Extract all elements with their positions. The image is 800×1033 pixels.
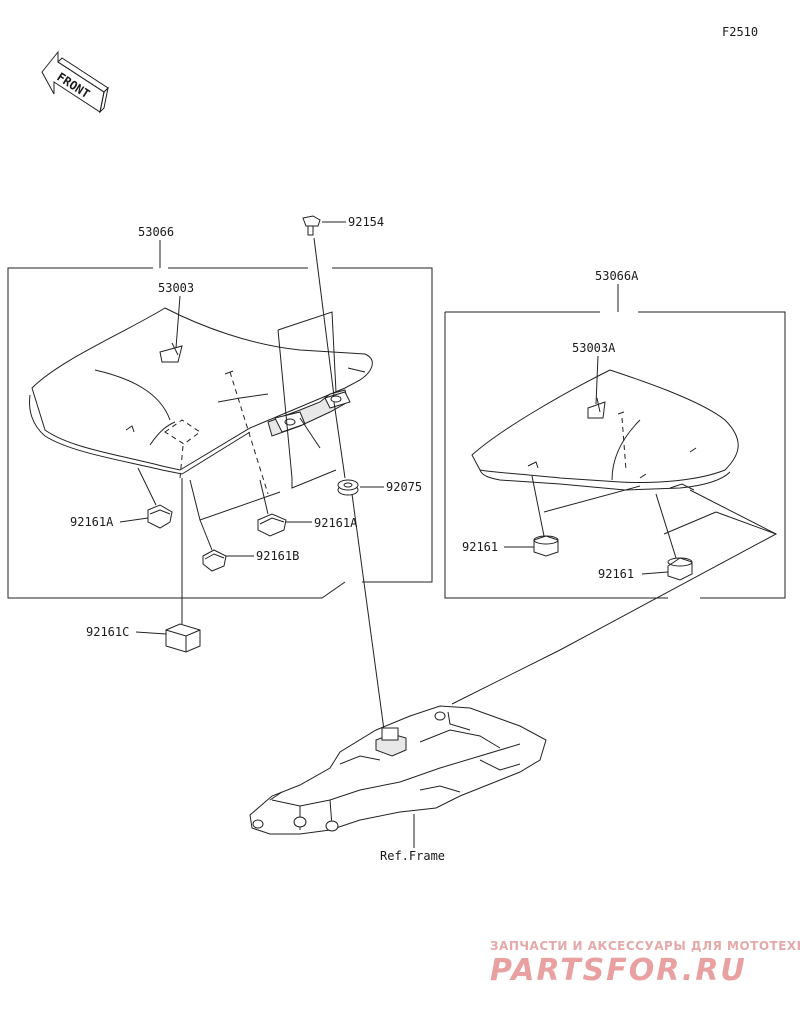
part-number-92161-rear-1: 92161 (462, 540, 498, 554)
rear-seat (471, 369, 739, 491)
subframe-reference (249, 705, 547, 835)
damper-92161a-right (257, 513, 287, 537)
part-number-53003: 53003 (158, 281, 194, 295)
damper-92161b (202, 549, 227, 572)
watermark-brand: PARTSFOR.RU (490, 953, 747, 988)
front-seat (29, 307, 373, 475)
part-number-92161-rear-2: 92161 (598, 567, 634, 581)
part-number-92161b: 92161B (256, 549, 299, 563)
part-number-53066a: 53066A (595, 269, 639, 283)
part-number-92154: 92154 (348, 215, 384, 229)
watermark-tagline: ЗАПЧАСТИ И АКСЕССУАРЫ ДЛЯ МОТОТЕХНИКИ (490, 939, 800, 953)
front-seat-assembly-box (7, 267, 433, 599)
rear-seat-assembly-box (444, 311, 786, 599)
part-number-92161c: 92161C (86, 625, 129, 639)
grommet-92075 (337, 479, 359, 496)
ref-frame-label: Ref.Frame (380, 849, 445, 863)
damper-92161c (165, 623, 201, 653)
part-number-92161a-right: 92161A (314, 516, 358, 530)
damper-92161-rear-2 (667, 557, 693, 581)
damper-92161-rear-1 (533, 535, 559, 557)
figure-code: F2510 (722, 25, 758, 39)
front-arrow-icon: FRONT (41, 50, 109, 114)
damper-92161a-left (147, 504, 173, 529)
part-number-53003a: 53003A (572, 341, 616, 355)
part-number-53066: 53066 (138, 225, 174, 239)
part-number-92161a-left: 92161A (70, 515, 114, 529)
bolt-92154 (302, 215, 321, 236)
part-number-92075: 92075 (386, 480, 422, 494)
